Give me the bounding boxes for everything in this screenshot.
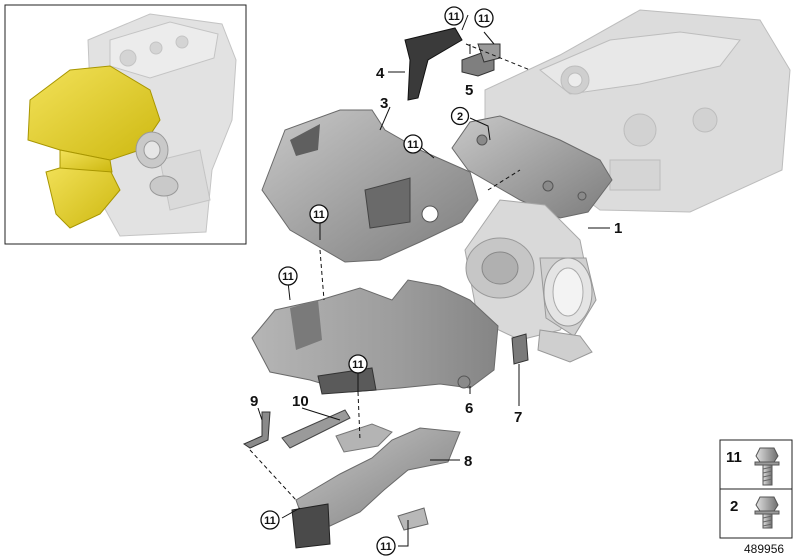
turbocharger-ghost	[464, 199, 597, 363]
callout-screw-11: 11	[278, 266, 298, 286]
svg-text:11: 11	[448, 11, 460, 23]
overview-inset	[4, 4, 247, 245]
label-part-9: 9	[250, 393, 258, 410]
label-part-5: 5	[465, 82, 473, 99]
inset-highlighted-heat-shields	[27, 65, 161, 229]
part-3-upper-heat-shield[interactable]	[261, 109, 479, 263]
callout-part-2: 2	[450, 106, 470, 126]
label-part-4: 4	[376, 65, 385, 82]
circled-callouts: 2 11 11 11 11 11 11 11	[260, 6, 494, 556]
svg-text:11: 11	[478, 13, 490, 25]
label-part-1: 1	[614, 220, 622, 237]
label-part-3: 3	[380, 95, 388, 112]
legend-label-11: 11	[726, 449, 742, 466]
svg-text:11: 11	[352, 359, 364, 371]
callout-screw-11: 11	[403, 134, 423, 154]
part-labels: 1 3 4 5 6 7 8 9 10	[250, 65, 622, 470]
part-9-bracket[interactable]	[242, 411, 271, 449]
label-part-6: 6	[465, 400, 473, 417]
callout-screw-11: 11	[348, 354, 368, 374]
callout-screw-11: 11	[260, 510, 280, 530]
svg-text:11: 11	[264, 515, 276, 527]
label-part-8: 8	[464, 453, 472, 470]
hex-flange-screw-long-icon	[754, 447, 780, 486]
svg-text:11: 11	[380, 541, 392, 553]
part-8-lower-heat-shield[interactable]	[291, 423, 461, 549]
leader-lines	[249, 14, 610, 547]
diagram-id: 489956	[744, 542, 784, 556]
part-10-strut[interactable]	[281, 409, 351, 449]
svg-text:11: 11	[407, 139, 419, 151]
label-part-7: 7	[514, 409, 522, 426]
callout-screw-11: 11	[376, 536, 396, 556]
legend-label-2: 2	[730, 498, 738, 515]
svg-text:2: 2	[457, 111, 463, 123]
callout-screw-11: 11	[474, 8, 494, 28]
svg-text:11: 11	[282, 271, 294, 283]
part-1-manifold-shield[interactable]	[451, 115, 613, 219]
fastener-legend: 11 2	[719, 439, 793, 539]
hex-flange-screw-short-icon	[754, 496, 780, 529]
part-5-clip[interactable]	[461, 43, 501, 77]
label-part-10: 10	[292, 393, 309, 410]
callout-screw-11: 11	[444, 6, 464, 26]
inset-turbo-ghost	[135, 131, 179, 197]
callout-screw-11: 11	[309, 204, 329, 224]
part-4-bracket[interactable]	[404, 27, 463, 101]
part-7-clip[interactable]	[511, 333, 529, 365]
svg-text:11: 11	[313, 209, 325, 221]
part-6-turbo-heat-shield[interactable]	[251, 279, 499, 395]
inset-engine-ghost	[87, 13, 237, 237]
